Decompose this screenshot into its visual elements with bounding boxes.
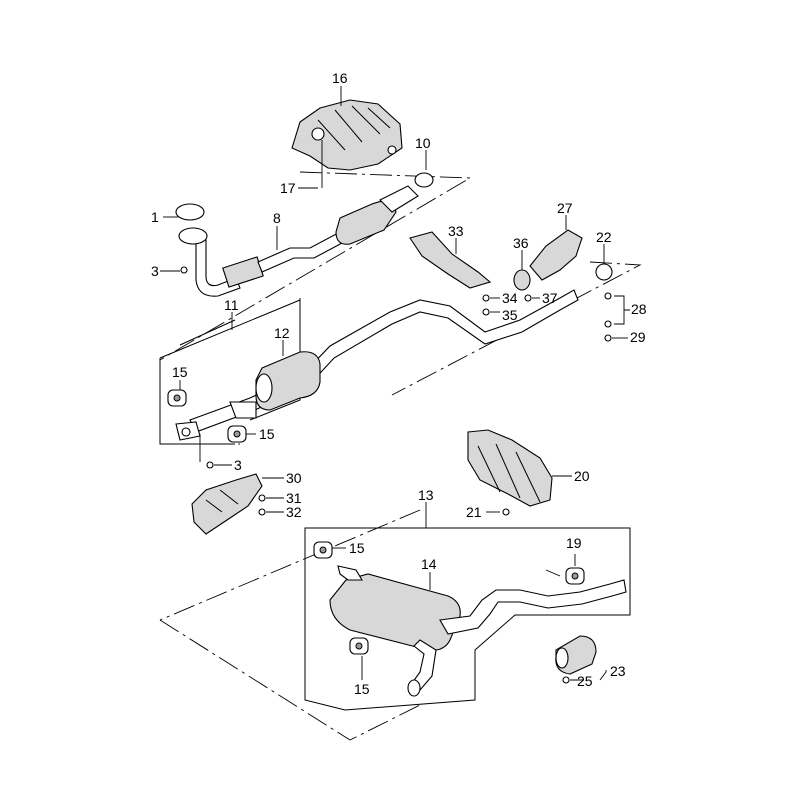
callout-37: 37 [542, 290, 558, 306]
group-frames [159, 298, 631, 711]
callout-3b: 3 [234, 457, 242, 473]
heat-shield-16 [291, 99, 403, 188]
callout-17: 17 [280, 180, 296, 196]
callout-15b: 15 [259, 426, 275, 442]
callout-11: 11 [224, 297, 239, 313]
clamp-22 [595, 263, 613, 342]
bracket-33 [409, 231, 492, 316]
callout-15a: 15 [172, 364, 188, 380]
callout-29: 29 [630, 329, 646, 345]
callout-8: 8 [273, 210, 281, 226]
callout-36: 36 [513, 235, 529, 251]
callout-15e: 15 [354, 681, 370, 697]
leader-lines [160, 86, 630, 681]
callout-16: 16 [332, 70, 348, 86]
callout-22: 22 [596, 229, 612, 245]
front-pipe-8 [175, 185, 419, 297]
heat-shield-30 [191, 473, 266, 535]
muffler-14 [329, 565, 627, 697]
callout-20: 20 [574, 468, 590, 484]
callout-35: 35 [502, 307, 518, 323]
callout-32: 32 [286, 504, 302, 520]
heat-shield-20 [467, 429, 553, 516]
callout-23: 23 [610, 663, 626, 679]
callout-33: 33 [448, 223, 464, 239]
callout-30: 30 [286, 470, 302, 486]
callout-12: 12 [274, 325, 290, 341]
callout-21: 21 [466, 504, 482, 520]
callout-25: 25 [577, 673, 593, 689]
callout-34: 34 [502, 290, 518, 306]
hangers-15-upper [167, 389, 247, 469]
callout-14: 14 [421, 556, 437, 572]
callout-10: 10 [415, 135, 431, 151]
bracket-27 [529, 215, 583, 281]
tail-tip-23 [555, 635, 597, 684]
callout-28: 28 [631, 301, 647, 317]
clamp-36 [513, 269, 532, 302]
intermediate-pipe-12 [175, 289, 579, 441]
callout-13: 13 [418, 487, 434, 503]
callout-3: 3 [151, 263, 159, 279]
gasket-10 [414, 172, 434, 188]
callout-27: 27 [557, 200, 573, 216]
hangers-lower [313, 541, 585, 655]
callout-1: 1 [151, 209, 159, 225]
callout-15d: 15 [349, 540, 365, 556]
callout-31: 31 [286, 490, 302, 506]
callout-labels: 1 3 8 10 16 17 11 12 15 15 3 15 30 31 32… [151, 70, 647, 697]
callout-19: 19 [566, 535, 582, 551]
